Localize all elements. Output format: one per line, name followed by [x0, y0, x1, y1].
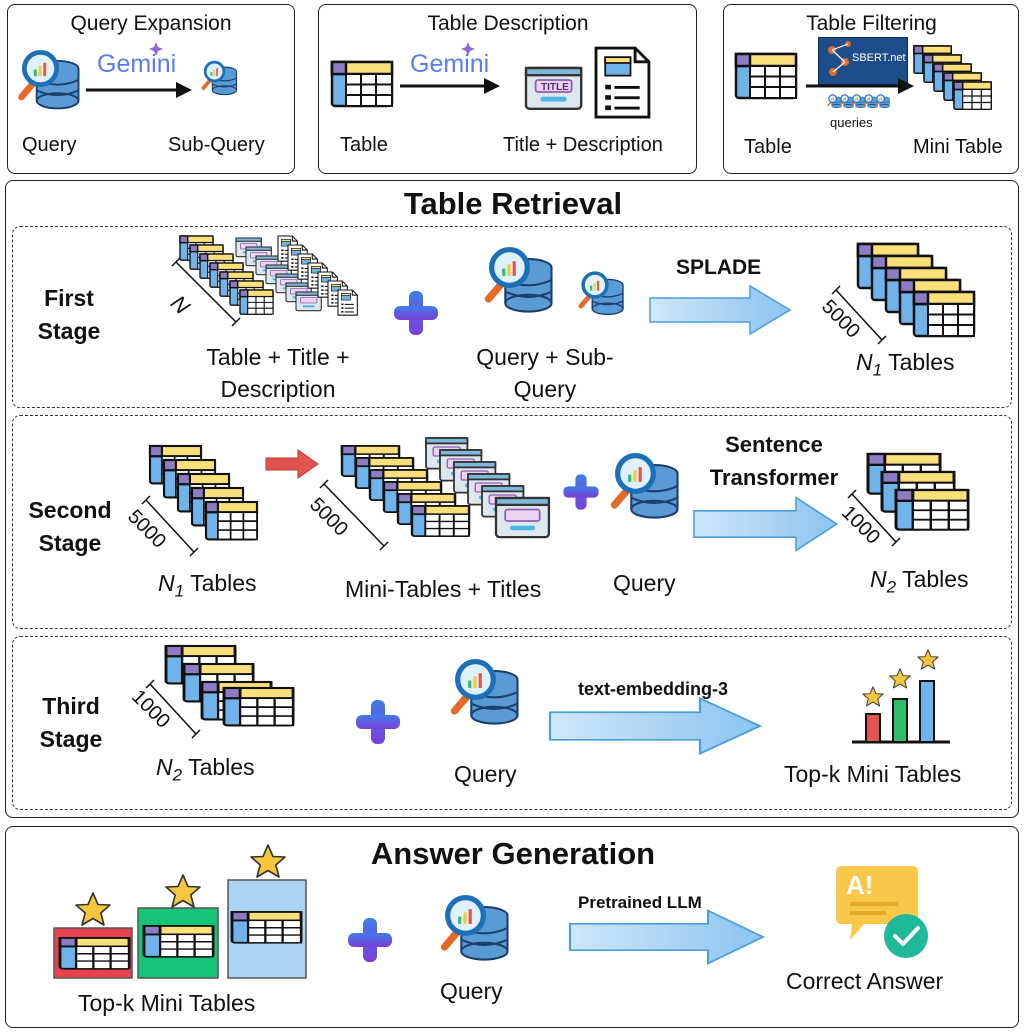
- splade-label: SPLADE: [676, 256, 762, 279]
- plus-icon: [348, 918, 392, 962]
- tables-suffix: Tables: [184, 570, 257, 596]
- sbert-molecule-icon: [828, 41, 851, 76]
- query-expansion-title: Query Expansion: [70, 12, 232, 35]
- third-stage-graphic: [145, 644, 950, 755]
- first-stage-output-label: N1 Tables: [856, 349, 955, 381]
- first-stage-query-label: Query + Sub- Query: [452, 341, 638, 405]
- second-stage-label-line1: Second: [28, 497, 112, 523]
- mini-table-label: Mini Table: [913, 136, 1003, 158]
- correct-answer-label: Correct Answer: [786, 968, 944, 994]
- stack-dimension-bracket: [171, 257, 241, 327]
- second-stage-label-line2: Stage: [38, 530, 102, 556]
- n-subscript: 1: [174, 581, 185, 601]
- third-stage-panel: [12, 636, 1012, 810]
- first-stage-graphic: [171, 235, 976, 345]
- tables-suffix: Tables: [896, 566, 969, 592]
- second-stage-panel: [12, 415, 1012, 629]
- mini-tables-titles-label: Mini-Tables + Titles: [345, 576, 542, 602]
- third-stage-query-label: Query: [454, 761, 517, 787]
- output-dimension-bracket: [847, 489, 901, 547]
- answer-bubble-icon: [836, 866, 928, 958]
- first-stage-input-label: Table + Title + Description: [178, 341, 378, 405]
- table-retrieval-title: Table Retrieval: [403, 186, 623, 221]
- sentence-transformer-line1: Sentence: [725, 432, 823, 457]
- gemini-logo: Gemini: [97, 50, 177, 78]
- tables-suffix: Tables: [882, 349, 955, 375]
- query-expansion-graphic: [0, 42, 239, 170]
- n-subscript: 2: [172, 765, 183, 785]
- tables-suffix: Tables: [182, 754, 255, 780]
- ranking-bars-icon: [852, 649, 950, 744]
- third-stage-label: Third Stage: [24, 690, 118, 756]
- sentence-transformer-line2: Transformer: [709, 465, 839, 490]
- table-label: Table: [340, 134, 388, 156]
- red-arrow-icon: [265, 449, 319, 479]
- title-description-label: Title + Description: [503, 134, 663, 156]
- sub-query-label: Sub-Query: [168, 134, 265, 156]
- pretrained-llm-label: Pretrained LLM: [578, 893, 702, 912]
- input-dimension-bracket: [145, 679, 201, 739]
- first-stage-input-line2: Description: [220, 376, 336, 402]
- output-dimension-bracket: [831, 285, 887, 345]
- answer-generation-title: Answer Generation: [370, 836, 656, 871]
- n-symbol: N: [870, 566, 887, 592]
- text-embedding-label: text-embedding-3: [578, 679, 729, 699]
- second-stage-query-label: Query: [613, 570, 676, 596]
- gemini-logo: Gemini: [410, 50, 490, 78]
- third-stage-label-line1: Third: [42, 693, 100, 719]
- top-k-mini-tables-label: Top-k Mini Tables: [784, 761, 962, 787]
- answer-bubble-text: A!: [846, 870, 874, 900]
- table-filtering-graphic: [734, 41, 992, 111]
- n-subscript: 2: [886, 577, 897, 597]
- pretrained-llm-arrow: [568, 909, 765, 965]
- answer-top-k-label: Top-k Mini Tables: [78, 990, 256, 1016]
- top-k-mini-tables-icon: [53, 844, 307, 979]
- sbert-logo: [818, 37, 908, 85]
- mid-dimension-bracket: [319, 479, 389, 551]
- second-stage-output-label: N2 Tables: [870, 566, 969, 598]
- third-stage-label-line2: Stage: [39, 726, 103, 752]
- table-description-graphic: [330, 42, 651, 119]
- second-stage-graphic: [141, 437, 970, 557]
- table-description-title: Table Description: [427, 12, 589, 35]
- table-filtering-title: Table Filtering: [806, 12, 937, 35]
- input-dimension-bracket: [141, 495, 199, 557]
- table-label: Table: [744, 136, 792, 158]
- n-symbol: N: [156, 754, 173, 780]
- first-stage-label-line1: First: [44, 285, 94, 311]
- second-stage-input-label: N1 Tables: [158, 570, 257, 602]
- first-stage-input-line1: Table + Title +: [206, 344, 350, 370]
- queries-label: queries: [830, 115, 873, 130]
- sentence-transformer-label: Sentence Transformer: [694, 428, 854, 494]
- query-label: Query: [22, 134, 77, 156]
- first-stage-query-line1: Query + Sub-: [476, 344, 614, 370]
- third-stage-input-label: N2 Tables: [156, 754, 255, 786]
- answer-query-label: Query: [440, 978, 503, 1004]
- second-stage-label: Second Stage: [16, 494, 124, 560]
- sbert-logo-text: SBERT.net: [852, 52, 906, 64]
- first-stage-label: First Stage: [24, 282, 114, 348]
- first-stage-panel: [12, 226, 1012, 408]
- n-symbol: N: [158, 570, 175, 596]
- title-tag-text: TITLE: [541, 82, 569, 93]
- first-stage-query-line2: Query: [513, 376, 577, 402]
- n-subscript: 1: [872, 360, 883, 380]
- query-icon: [445, 898, 508, 960]
- first-stage-label-line2: Stage: [37, 318, 101, 344]
- n-symbol: N: [856, 349, 873, 375]
